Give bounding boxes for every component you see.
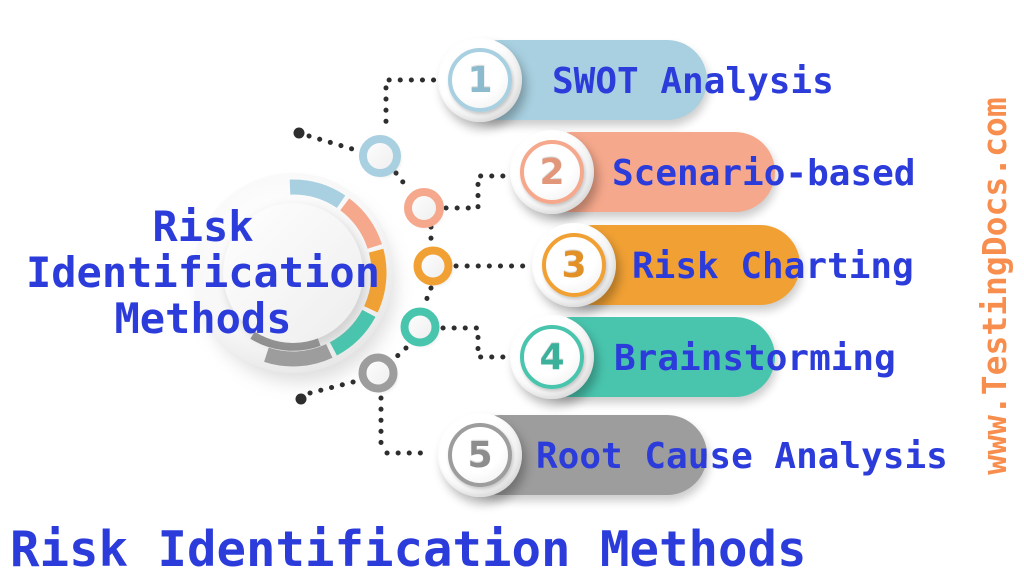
arc-segment-4 (329, 309, 376, 356)
center-title-line-1: Risk (152, 202, 254, 251)
badge-ring-2: 2 (520, 140, 584, 204)
center-title: Risk Identification Methods (12, 204, 394, 342)
center-title-line-2: Identification (25, 248, 380, 297)
arc-segment-3 (363, 248, 387, 313)
method-number-badge-5: 5 (438, 413, 522, 497)
ring-4 (400, 307, 440, 347)
method-number-badge-4: 4 (510, 315, 594, 399)
connector-rings (358, 135, 453, 393)
connector-dot1-ring1 (306, 133, 362, 154)
method-number-badge-2: 2 (510, 130, 594, 214)
arc-segment-5 (264, 344, 333, 367)
ring-3 (413, 246, 453, 286)
method-number-4: 4 (539, 336, 565, 378)
method-number-badge-3: 3 (532, 223, 616, 307)
method-number-5: 5 (467, 434, 493, 476)
method-label-3: Risk Charting (632, 246, 914, 287)
inner-disc (223, 203, 363, 343)
method-label-1: SWOT Analysis (552, 61, 834, 102)
connector-item2 (443, 173, 508, 211)
connector-ring4-ring5 (390, 345, 409, 363)
method-number-1: 1 (467, 59, 493, 101)
badge-ring-1: 1 (448, 48, 512, 112)
ring-1 (359, 135, 401, 177)
method-label-5: Root Cause Analysis (536, 436, 948, 477)
arc-inner-gray (250, 331, 321, 351)
connector-ring1-ring2 (393, 170, 412, 193)
badge-ring-4: 4 (520, 325, 584, 389)
center-title-line-3: Methods (114, 294, 292, 343)
connector-ring3-ring4 (421, 285, 434, 309)
arc-segment-1 (289, 179, 346, 209)
badge-ring-3: 3 (542, 233, 606, 297)
dotted-connectors (306, 77, 531, 456)
central-medallion (193, 173, 395, 382)
method-number-badge-1: 1 (438, 38, 522, 122)
badge-ring-5: 5 (448, 423, 512, 487)
connector-dot2-ring5 (307, 378, 360, 396)
method-number-2: 2 (539, 151, 565, 193)
method-number-3: 3 (561, 244, 587, 286)
method-label-2: Scenario-based (612, 153, 916, 194)
arc-segment-2 (340, 198, 382, 249)
watermark-url: www.TestingDocs.com (975, 97, 1014, 475)
page-title: Risk Identification Methods (10, 521, 807, 578)
endpoint-dot-bottom (295, 393, 307, 405)
method-label-4: Brainstorming (614, 338, 896, 379)
ring-5 (358, 353, 398, 393)
ring-2 (404, 188, 444, 228)
connector-item4 (440, 325, 508, 360)
endpoint-dot-top (293, 127, 305, 139)
